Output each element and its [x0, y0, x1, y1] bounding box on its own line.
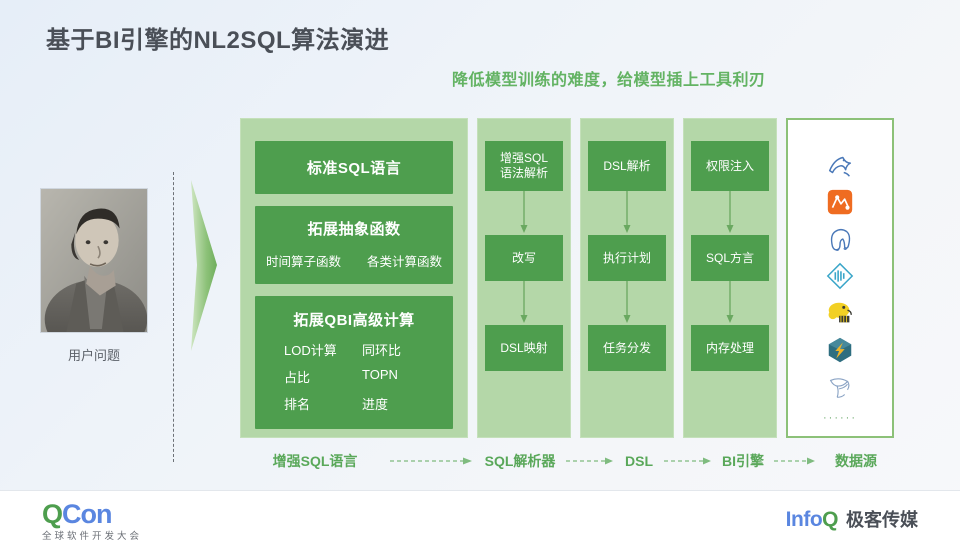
user-question-label: 用户问题	[67, 348, 120, 363]
panel-dsl: DSL解析 执行计划 任务分发	[580, 118, 674, 438]
rail-label-enhanced-sql: 增强SQL语言	[272, 453, 358, 469]
infoq-logo-q: Q	[822, 508, 838, 531]
qcon-logo: QCon 全球软件开发大会	[42, 499, 142, 542]
abstract-function-item: 时间算子函数	[265, 255, 341, 269]
arrow-down-icon	[691, 191, 769, 235]
block-qbi-advanced: 拓展QBI高级计算 LOD计算 同环比 占比 TOPN 排名 进度	[255, 296, 453, 429]
qcon-wordmark: QCon	[42, 499, 142, 530]
qbi-item: LOD计算	[284, 343, 337, 358]
step-box: DSL解析	[588, 141, 666, 191]
rail-label-datasource: 数据源	[835, 453, 877, 469]
mysql-logo	[828, 156, 852, 177]
datasource-more-dots: ······	[823, 412, 857, 424]
hive-logo	[828, 302, 852, 323]
page-title: 基于BI引擎的NL2SQL算法演进	[46, 27, 390, 54]
dashed-arrow-right-icon	[662, 455, 714, 467]
qbi-item: 占比	[284, 370, 311, 385]
abstract-functions-items: 时间算子函数 各类计算函数	[263, 251, 445, 270]
rail-label-bi-engine: BI引擎	[722, 453, 764, 469]
block-standard-sql-title: 标准SQL语言	[306, 160, 402, 177]
infoq-logo: InfoQ 极客传媒	[786, 506, 918, 532]
user-question-block: 用户问题	[40, 188, 148, 364]
qbi-advanced-items: LOD计算 同环比 占比 TOPN 排名 进度	[263, 340, 445, 413]
step-box: 执行计划	[588, 235, 666, 281]
spark-logo	[828, 337, 852, 363]
portrait-photo	[40, 188, 148, 333]
dashed-arrow-right-icon	[390, 455, 476, 467]
block-abstract-functions: 拓展抽象函数 时间算子函数 各类计算函数	[255, 206, 453, 284]
panel-enhanced-sql: 标准SQL语言 拓展抽象函数 时间算子函数 各类计算函数 拓展QBI高级计算 L…	[240, 118, 468, 438]
analyticdb-logo	[827, 189, 853, 215]
qcon-logo-q: Q	[42, 499, 63, 529]
chevron-right-icon	[186, 178, 222, 353]
qcon-subtitle: 全球软件开发大会	[42, 531, 143, 542]
step-box: DSL映射	[485, 325, 563, 371]
rail-label-dsl: DSL	[625, 453, 653, 469]
block-abstract-functions-title: 拓展抽象函数	[307, 221, 401, 238]
doris-logo	[826, 262, 854, 290]
arrow-down-icon	[485, 191, 563, 235]
qbi-item: 进度	[362, 397, 389, 412]
infoq-logo-info: Info	[785, 508, 823, 531]
panel-bi-engine: 权限注入 SQL方言 内存处理	[683, 118, 777, 438]
arrow-down-icon	[485, 281, 563, 325]
step-box: 权限注入	[691, 141, 769, 191]
dashed-arrow-right-icon	[772, 455, 818, 467]
qbi-item: TOPN	[362, 367, 398, 382]
arrow-down-icon	[588, 191, 666, 235]
arrow-down-icon	[588, 281, 666, 325]
panel-datasource: ······	[786, 118, 894, 438]
dashed-arrow-right-icon	[564, 455, 616, 467]
page-subtitle: 降低模型训练的难度，给模型插上工具利刃	[452, 72, 766, 89]
presto-logo	[829, 378, 850, 398]
arrow-down-icon	[691, 281, 769, 325]
qcon-logo-con: Con	[62, 499, 112, 529]
abstract-function-item: 各类计算函数	[367, 255, 443, 269]
qbi-item: 排名	[284, 397, 311, 412]
step-box: 任务分发	[588, 325, 666, 371]
infoq-chinese-name: 极客传媒	[846, 510, 918, 530]
pipeline-rail: 增强SQL语言 SQL解析器 DSL BI引擎	[240, 448, 920, 474]
qbi-item: 同环比	[362, 343, 402, 358]
infoq-wordmark: InfoQ	[785, 508, 839, 532]
slide-footer: QCon 全球软件开发大会 InfoQ 极客传媒	[0, 490, 960, 543]
step-box: 内存处理	[691, 325, 769, 371]
rail-label-sql-parser: SQL解析器	[484, 453, 556, 469]
step-box: 改写	[485, 235, 563, 281]
datasource-logo-list	[825, 150, 855, 402]
step-box: SQL方言	[691, 235, 769, 281]
block-standard-sql: 标准SQL语言	[255, 141, 453, 194]
dashed-vertical-divider	[173, 172, 174, 462]
postgresql-logo	[830, 228, 851, 251]
pipeline-diagram: 标准SQL语言 拓展抽象函数 时间算子函数 各类计算函数 拓展QBI高级计算 L…	[240, 118, 912, 438]
block-qbi-advanced-title: 拓展QBI高级计算	[293, 312, 415, 329]
